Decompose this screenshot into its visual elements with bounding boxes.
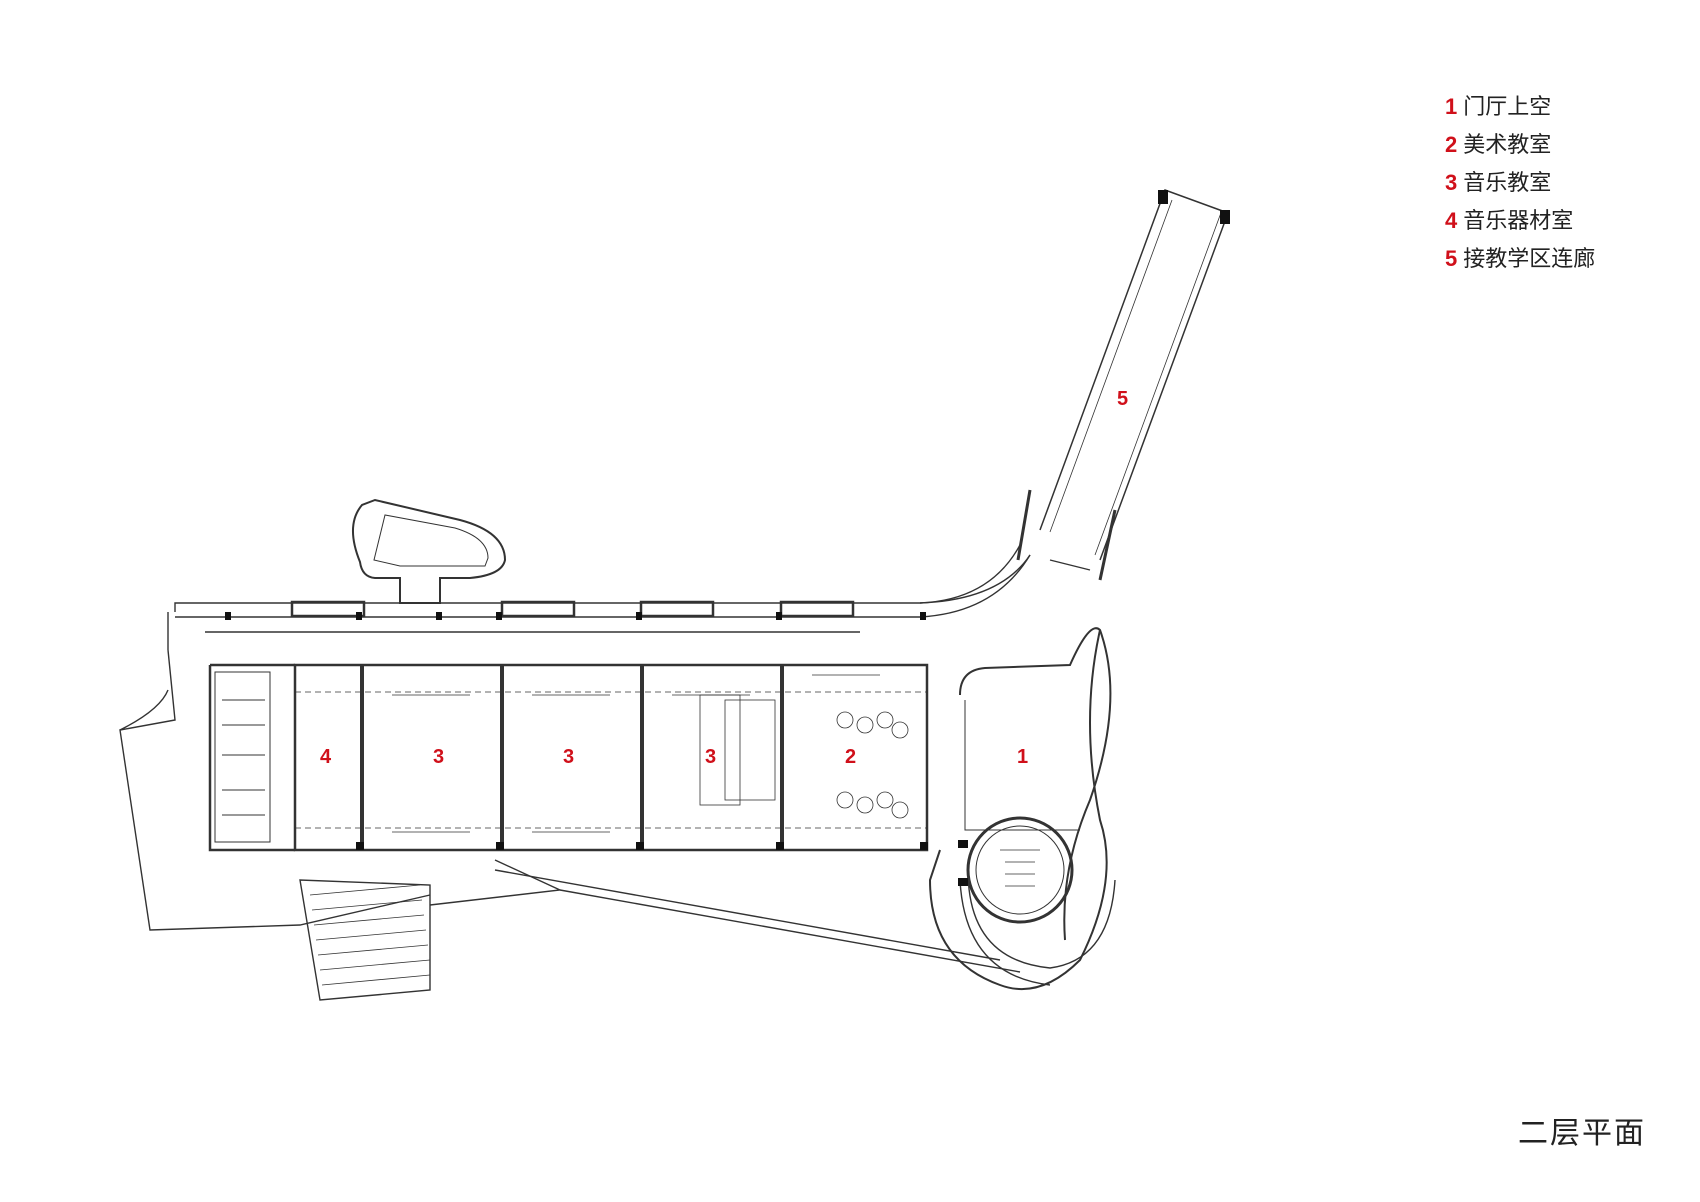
south-stairs <box>299 879 431 1001</box>
bridge-corridor <box>1039 189 1229 561</box>
legend-label: 音乐器材室 <box>1463 209 1574 234</box>
legend-label: 音乐教室 <box>1463 171 1552 196</box>
classroom-block <box>293 663 929 852</box>
legend-label: 接教学区连廊 <box>1463 247 1596 272</box>
legend-number: 3 <box>1445 170 1458 195</box>
spiral-stair <box>966 816 1074 924</box>
room-label-music-classroom-3: 3 <box>705 746 716 768</box>
legend-label: 美术教室 <box>1463 133 1552 158</box>
room-label-music-classroom-1: 3 <box>433 746 444 768</box>
room-label-music-classroom-2: 3 <box>563 746 574 768</box>
legend-label: 门厅上空 <box>1463 95 1552 120</box>
plan-title: 二层平面 <box>1518 1116 1646 1151</box>
room-label-hall-void: 1 <box>1017 746 1028 768</box>
room-label-art-classroom: 2 <box>845 746 856 768</box>
room-label-equipment-room: 4 <box>320 746 332 768</box>
stair-tower <box>352 498 507 604</box>
legend-number: 1 <box>1445 94 1458 119</box>
legend-number: 2 <box>1445 132 1458 157</box>
legend-number: 5 <box>1445 246 1458 271</box>
room-label-bridge-corridor: 5 <box>1117 388 1128 410</box>
legend-number: 4 <box>1445 208 1458 233</box>
west-wing <box>208 663 295 852</box>
